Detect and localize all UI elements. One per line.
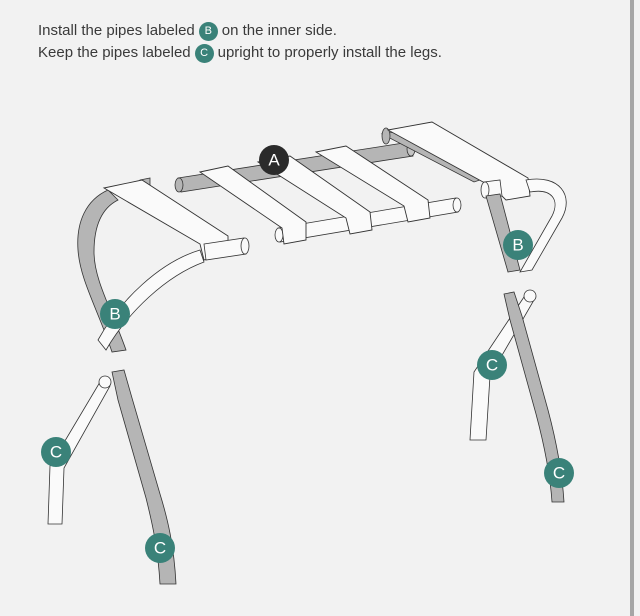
- left-side-frame: [77, 177, 250, 353]
- instruction-line-2: Keep the pipes labeled C upright to prop…: [38, 42, 442, 64]
- label-b-right-text: B: [512, 236, 523, 255]
- instruction-line-1: Install the pipes labeled B on the inner…: [38, 20, 442, 42]
- badge-c-icon: C: [194, 43, 214, 63]
- label-b-right-icon: B: [503, 230, 533, 260]
- label-c-left-inner-icon: C: [41, 437, 71, 467]
- right-legs: [469, 289, 565, 503]
- right-edge-bar: [630, 0, 634, 616]
- label-c-right-outer-text: C: [553, 464, 565, 483]
- line1-before: Install the pipes labeled: [38, 22, 195, 39]
- line2-after: upright to properly install the legs.: [217, 44, 442, 61]
- line1-after: on the inner side.: [221, 22, 337, 39]
- label-b-left-icon: B: [100, 299, 130, 329]
- middle-straps: [198, 145, 431, 245]
- label-a-text: A: [268, 151, 280, 170]
- badge-b-icon: B: [198, 21, 218, 41]
- label-c-left-outer-text: C: [154, 539, 166, 558]
- label-c-right-inner-text: C: [486, 356, 498, 375]
- label-c-left-inner-text: C: [50, 443, 62, 462]
- line2-before: Keep the pipes labeled: [38, 44, 191, 61]
- label-c-left-outer-icon: C: [145, 533, 175, 563]
- label-a-icon: A: [259, 145, 289, 175]
- label-c-right-outer-icon: C: [544, 458, 574, 488]
- label-c-right-inner-icon: C: [477, 350, 507, 380]
- label-b-left-text: B: [109, 305, 120, 324]
- instructions: Install the pipes labeled B on the inner…: [38, 20, 442, 64]
